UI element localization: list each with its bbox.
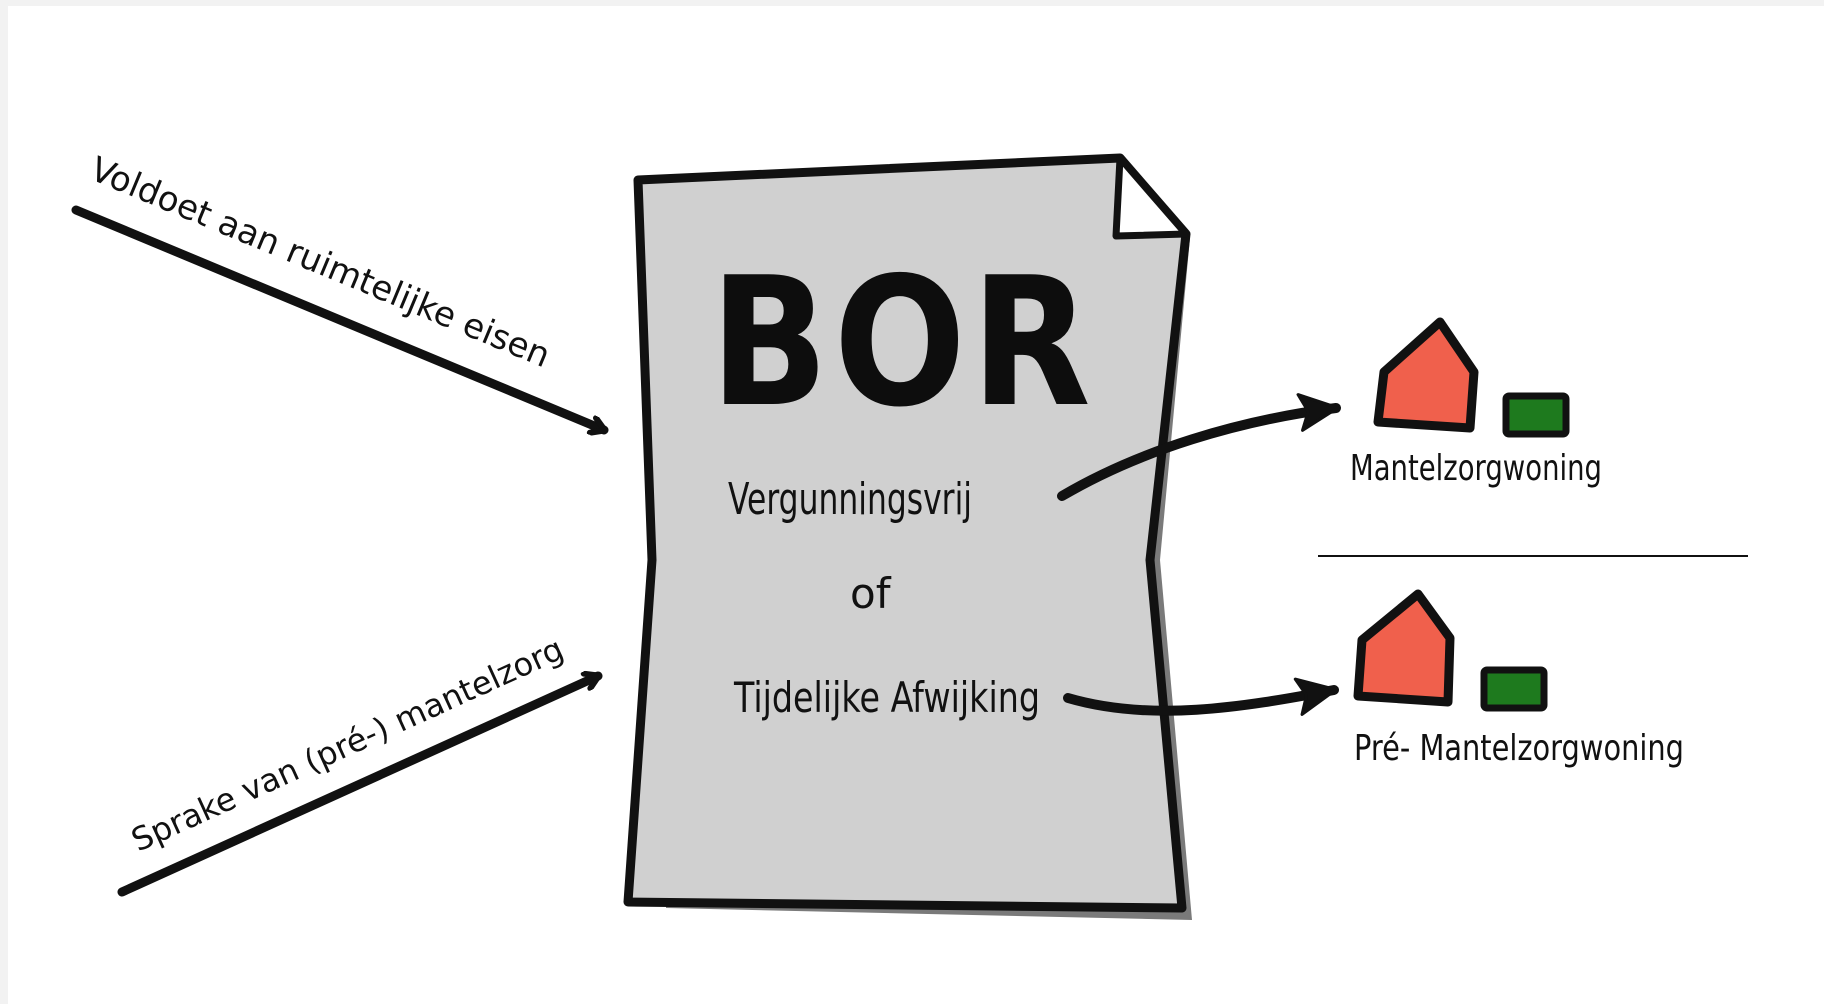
output-label-2: Pré- Mantelzorgwoning bbox=[1354, 728, 1684, 769]
output-label-1: Mantelzorgwoning bbox=[1350, 448, 1602, 489]
input-arrow-1 bbox=[71, 205, 609, 430]
house-icon bbox=[1373, 317, 1479, 433]
input-arrow-2 bbox=[117, 676, 603, 897]
document-line-3: Tijdelijke Afwijking bbox=[733, 673, 1040, 722]
document-title: BOR bbox=[710, 239, 1096, 446]
annex-icon bbox=[1502, 392, 1570, 438]
document-line-1: Vergunningsvrij bbox=[728, 474, 972, 525]
output-arrow-2 bbox=[1063, 677, 1339, 716]
document-line-2: of bbox=[850, 569, 892, 618]
document-dog-ear bbox=[1112, 154, 1190, 240]
house-icon bbox=[1353, 589, 1455, 707]
output-arrow-1 bbox=[1057, 393, 1341, 501]
annex-icon bbox=[1480, 666, 1548, 712]
